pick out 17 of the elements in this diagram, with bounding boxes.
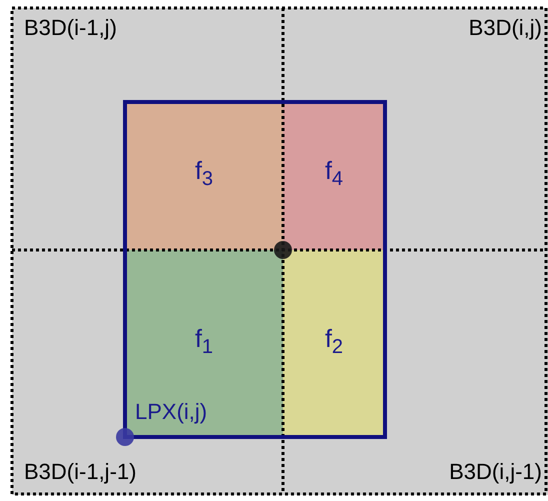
grid-cell bbox=[12, 250, 283, 495]
grid-cell bbox=[283, 250, 548, 495]
region-fill bbox=[125, 102, 283, 250]
cell-label: B3D(i-1,j) bbox=[24, 17, 117, 39]
grid-cell bbox=[283, 8, 548, 250]
grid-cell bbox=[12, 8, 283, 250]
region-label: f$_{2}$ bbox=[324, 326, 344, 356]
region-label: f$_{4}$ bbox=[324, 159, 344, 189]
region-label: f$_{3}$ bbox=[194, 159, 214, 189]
cell-label: B3D(i,j) bbox=[468, 17, 542, 39]
cell-label: B3D(i,j-1) bbox=[449, 461, 542, 483]
region-fill bbox=[125, 250, 283, 437]
region-fill bbox=[283, 250, 385, 437]
region-fill bbox=[283, 102, 385, 250]
point-label: LPX(i,j) bbox=[135, 401, 208, 423]
cell-label: B3D(i-1,j-1) bbox=[24, 461, 136, 483]
region-label: f$_{1}$ bbox=[194, 326, 214, 356]
